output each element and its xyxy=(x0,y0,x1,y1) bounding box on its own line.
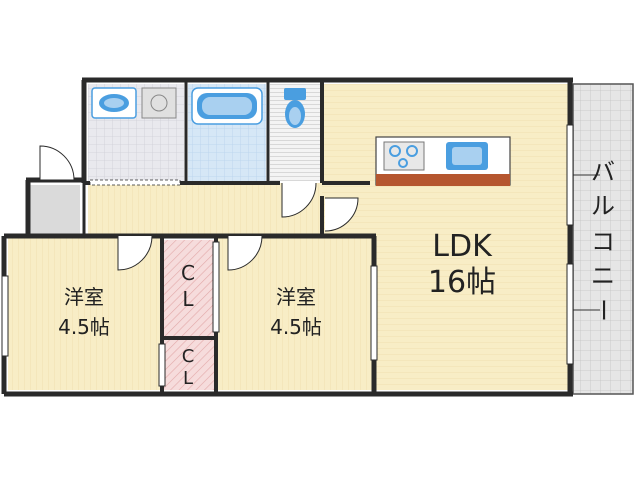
stove-icon xyxy=(383,141,425,171)
windows xyxy=(1,124,574,365)
balcony-label: バ ル コ ニ ー xyxy=(589,158,617,322)
sliding-door-upper xyxy=(566,124,574,226)
western-left-door xyxy=(117,235,153,271)
ldk-door xyxy=(324,197,359,232)
bathtub-icon xyxy=(191,87,263,125)
entrance-floor xyxy=(30,185,80,235)
western-room-left-size: 4.5帖 xyxy=(58,315,110,339)
kitchen-backsplash xyxy=(376,174,510,186)
wash-basin-icon xyxy=(91,87,137,119)
balcony-railing xyxy=(572,83,634,395)
balcony-char: ニ xyxy=(591,262,615,290)
entrance-door xyxy=(39,145,75,181)
closet-lower-label-2: L xyxy=(183,368,193,389)
balcony xyxy=(560,83,634,395)
kitchen-counter xyxy=(375,136,511,186)
toilet-door xyxy=(281,182,317,218)
burner-icon xyxy=(398,158,408,168)
burner-icon xyxy=(389,145,401,157)
western-right-door xyxy=(227,235,263,271)
window-left xyxy=(1,275,9,357)
western-room-left-label: 洋室 xyxy=(64,285,104,309)
closet-upper-label-2: L xyxy=(182,287,194,311)
western-room-right-size: 4.5帖 xyxy=(270,315,322,339)
closet-door-lower xyxy=(158,343,166,387)
burner-icon xyxy=(406,145,418,157)
ldk-size-label: 16帖 xyxy=(428,265,496,300)
washroom-door xyxy=(89,179,181,186)
toilet-icon xyxy=(284,88,306,128)
ldk-label: LDK xyxy=(432,229,493,264)
closet-upper-label-1: C xyxy=(181,261,195,285)
balcony-char: ー xyxy=(589,298,617,322)
western-room-right-label: 洋室 xyxy=(276,285,316,309)
balcony-char: ル xyxy=(591,192,615,220)
balcony-char: バ xyxy=(591,158,615,186)
window-right-room xyxy=(370,265,378,361)
walls xyxy=(1,77,573,397)
closet-door-upper xyxy=(212,241,220,333)
sliding-door-lower xyxy=(566,263,574,365)
washing-machine-icon xyxy=(141,87,177,119)
closet-lower-floor xyxy=(164,340,214,390)
closet-upper-floor xyxy=(164,240,214,336)
closet-lower-label-1: C xyxy=(182,346,195,367)
balcony-char: コ xyxy=(591,228,615,256)
doors xyxy=(39,145,359,387)
balcony-floor xyxy=(573,84,633,394)
